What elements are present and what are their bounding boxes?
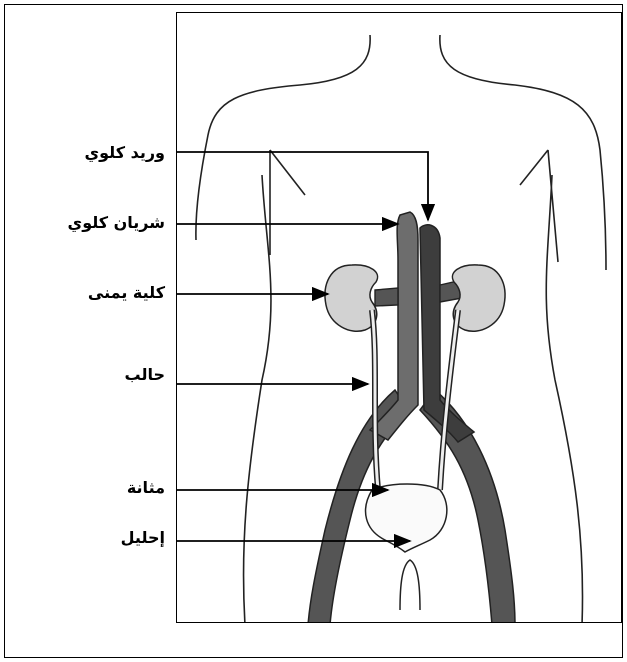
arrow-renal-vein	[176, 152, 428, 220]
left-arm-crease	[270, 150, 305, 255]
label-urethra: إحليل	[121, 528, 165, 547]
right-kidney-shape	[325, 265, 378, 331]
label-renal-artery: شريان كلوي	[68, 213, 165, 232]
right-arm-crease	[520, 150, 558, 262]
label-right-kidney: كلية يمنى	[88, 283, 165, 302]
label-ureter: حالب	[125, 365, 165, 384]
urethra-shape	[400, 560, 420, 610]
label-bladder: مثانة	[127, 478, 165, 497]
left-kidney-shape	[452, 265, 505, 331]
label-renal-vein: وريد كلوي	[84, 143, 165, 162]
